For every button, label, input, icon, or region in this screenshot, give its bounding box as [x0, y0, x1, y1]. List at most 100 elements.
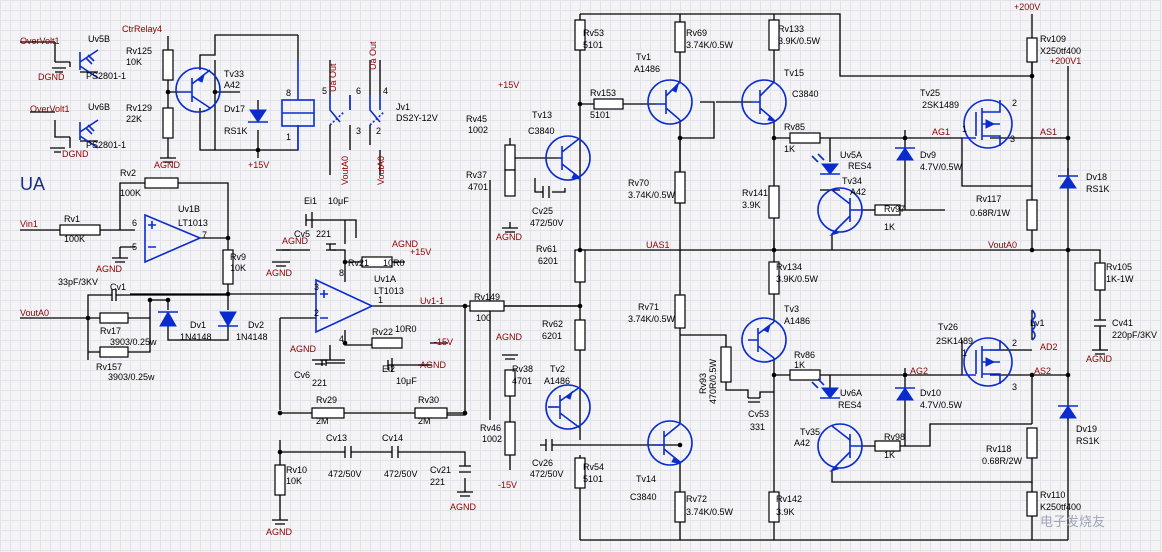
label-uv6a-ref: Uv6A — [840, 388, 862, 398]
ground-symbols — [50, 67, 1108, 525]
rv2-body — [144, 177, 179, 189]
rv62-body — [574, 319, 586, 351]
tv26-symbol — [962, 337, 1013, 387]
label-uv5a-val: RES4 — [848, 161, 872, 171]
rv133-body — [768, 19, 780, 51]
label-tv1-ref: Tv1 — [636, 52, 651, 62]
net-labels: OverVolt1 OverVolt1 CtrRelay4 Vin1 VoutA… — [20, 2, 1081, 490]
label-rv37-ref: Rv37 — [466, 170, 487, 180]
label-rv38-ref: Rv38 — [512, 364, 533, 374]
uv1b-symbol — [144, 213, 203, 264]
label-rv70-val: 3.74K/0.5W — [628, 190, 676, 200]
pin-uv1b-5: 5 — [132, 242, 137, 252]
net-uv1-1: Uv1-1 — [420, 296, 444, 306]
label-rv133-ref: Rv133 — [778, 24, 804, 34]
pin-uv1b-7: 7 — [202, 230, 207, 240]
label-rv71-val: 3.74K/0.5W — [628, 314, 676, 324]
net-p15-relay: +15V — [248, 160, 269, 170]
pin-k6: 6 — [356, 86, 361, 96]
rv70-body — [674, 171, 686, 204]
label-dv17-ref: Dv17 — [224, 104, 245, 114]
pin-tv26-3: 3 — [1012, 382, 1017, 392]
dv19-symbol — [1058, 405, 1078, 419]
ground-labels: DGND DGND AGND AGND AGND AGND AGND AGND … — [38, 72, 1113, 537]
resistors — [59, 19, 1106, 523]
rv9-body — [222, 249, 234, 285]
pin-tv25-1: 1 — [962, 124, 967, 134]
label-rv69-ref: Rv69 — [686, 28, 707, 38]
label-rv72-val: 3.74K/0.5W — [686, 507, 734, 517]
rv45-body — [504, 144, 516, 171]
label-rv10-ref: Rv10 — [286, 465, 307, 475]
rv109-body — [1026, 37, 1038, 63]
gnd-agnd-rv37: AGND — [496, 232, 523, 242]
lv1-symbol — [1030, 309, 1036, 341]
pin-tv26-2: 2 — [1012, 338, 1017, 348]
rv142-body — [768, 491, 780, 523]
label-rv70-ref: Rv70 — [628, 178, 649, 188]
label-rv157-ref: Rv157 — [96, 362, 122, 372]
rv22-body — [371, 337, 403, 349]
gnd-agnd-rv9: AGND — [266, 268, 293, 278]
rv93-body — [720, 346, 732, 383]
gnd-agnd-uv1b: AGND — [96, 264, 123, 274]
label-tv35-val: A42 — [794, 438, 810, 448]
label-tv25-ref: Tv25 — [920, 88, 940, 98]
label-rv45-val: 1002 — [468, 125, 488, 135]
label-rv46-val: 1002 — [482, 434, 502, 444]
label-rv110-ref: Rv110 — [1040, 490, 1065, 500]
label-rv86-ref: Rv86 — [794, 350, 815, 360]
label-dv10-ref: Dv10 — [920, 388, 941, 398]
label-cv41-ref: Cv41 — [1112, 318, 1133, 328]
label-cv14-val: 472/50V — [384, 469, 418, 479]
label-tv3-ref: Tv3 — [784, 304, 799, 314]
pin-k3: 3 — [356, 126, 361, 136]
label-uv5b-val: PS2801-1 — [86, 71, 126, 81]
label-rv46-ref: Rv46 — [480, 423, 501, 433]
label-jv1-ref: Jv1 — [396, 102, 410, 112]
label-cv25-val: 472/50V — [530, 218, 564, 228]
label-rv93-ref: Rv93 — [698, 373, 708, 394]
label-tv34-ref: Tv34 — [842, 176, 862, 186]
gnd-agnd-cv6: AGND — [290, 344, 317, 354]
tv2-symbol — [545, 384, 591, 430]
label-rv105-val: 1K-1W — [1106, 274, 1134, 284]
label-tv34-val: A42 — [850, 187, 866, 197]
net-voutA0-left: VoutA0 — [20, 308, 49, 318]
rv110-body — [1026, 491, 1038, 517]
gnd-agnd-cv5: AGND — [282, 236, 309, 246]
label-dv2-val: 1N4148 — [236, 332, 268, 342]
pin-k4: 4 — [383, 86, 388, 96]
label-rv69-val: 3.74K/0.5W — [686, 40, 734, 50]
label-dv2-ref: Dv2 — [248, 320, 264, 330]
net-as1: AS1 — [1040, 127, 1057, 137]
sheet-title: UA — [20, 174, 45, 194]
label-dv19-ref: Dv19 — [1076, 424, 1097, 434]
dv9-symbol — [895, 147, 915, 161]
rv105-body — [1094, 262, 1106, 291]
rv53-body — [574, 19, 586, 51]
pin-tv25-2: 2 — [1012, 98, 1017, 108]
gnd-agnd-cv41: AGND — [1086, 354, 1113, 364]
label-rv85-ref: Rv85 — [784, 122, 805, 132]
label-tv33-val: A42 — [224, 80, 240, 90]
uv6b-symbol — [79, 119, 99, 149]
label-lv1-ref: Lv1 — [1030, 318, 1045, 328]
part-labels: Uv5B PS2801-1 Uv6B PS2801-1 Rv125 10K Rv… — [58, 24, 1157, 517]
label-rv134-ref: Rv134 — [776, 262, 802, 272]
label-cv5-ref: Cv5 — [294, 229, 310, 239]
label-cv1-ref: Cv1 — [110, 282, 126, 292]
net-p200v: +200V — [1014, 2, 1040, 12]
rv134-body — [768, 261, 780, 295]
label-uv1a-ref: Uv1A — [374, 274, 396, 284]
rv30-body — [414, 407, 448, 419]
label-ei1-ref: Ei1 — [304, 196, 317, 206]
label-dv9-ref: Dv9 — [920, 150, 936, 160]
rv37-body — [504, 169, 516, 197]
label-rv53-val: 5101 — [583, 40, 603, 50]
label-rv71-ref: Rv71 — [638, 302, 659, 312]
label-rv133-val: 3.9K/0.5W — [778, 36, 821, 46]
rv97-body — [874, 204, 901, 216]
watermark: 电子发烧友 — [1040, 514, 1105, 529]
label-dv19-val: RS1K — [1076, 436, 1100, 446]
